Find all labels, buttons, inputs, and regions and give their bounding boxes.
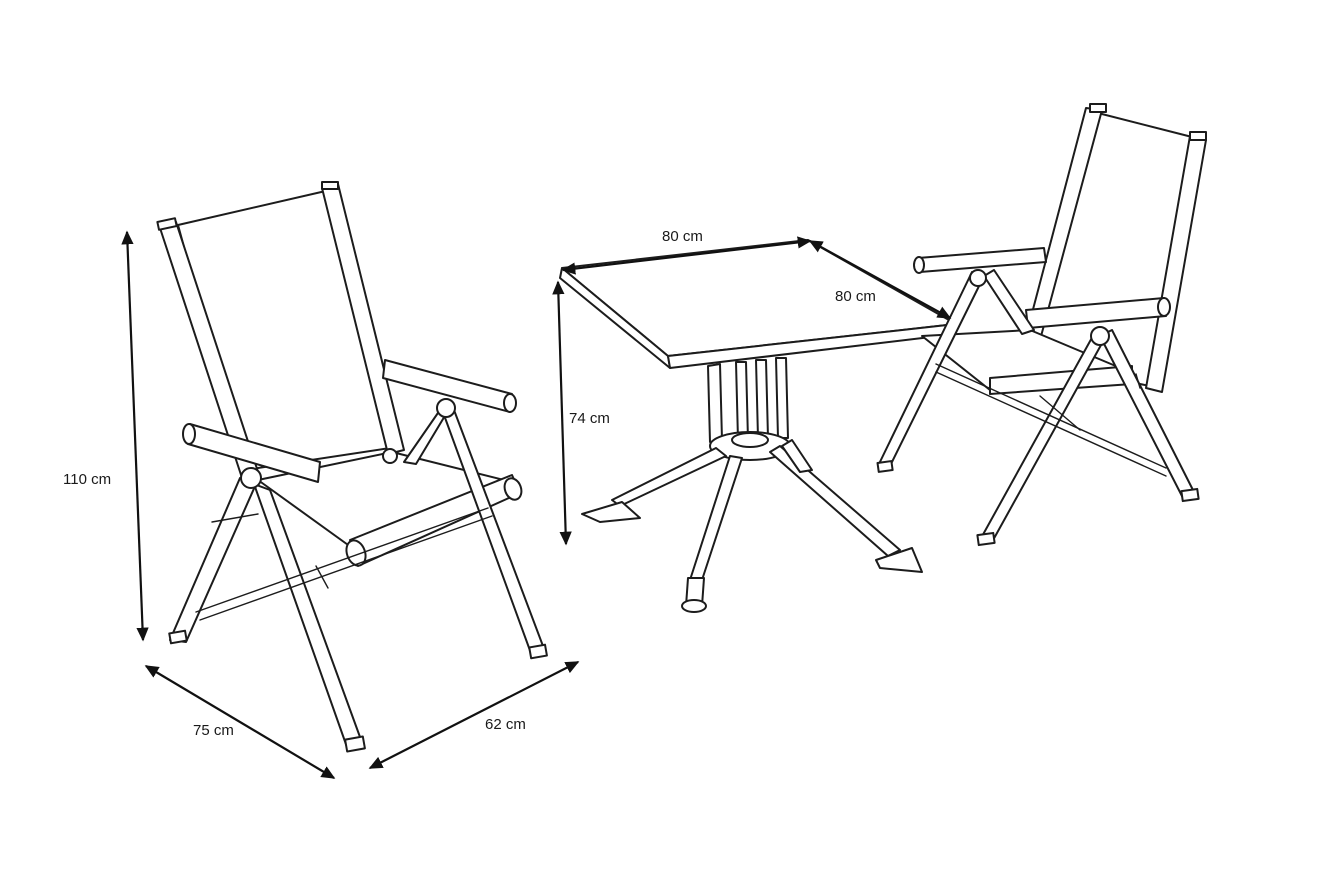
chair-depth-label: 75 cm bbox=[193, 722, 234, 739]
table-base-leg-back-left bbox=[611, 447, 727, 507]
table-base-leg-front bbox=[689, 455, 743, 581]
left-chair-back-leg bbox=[169, 477, 257, 643]
right-chair-armrest-left bbox=[917, 247, 1047, 273]
table-height-arrow bbox=[552, 280, 572, 546]
left-chair-front-leg-right bbox=[439, 403, 547, 657]
dimension-labels: 110 cm 75 cm 62 cm 80 cm 80 cm 74 cm bbox=[63, 228, 876, 739]
chair-depth-arrow bbox=[144, 665, 336, 779]
table-width-label: 80 cm bbox=[662, 228, 703, 245]
table-depth-label: 80 cm bbox=[835, 288, 876, 305]
chair-height-arrow bbox=[121, 230, 149, 642]
table-height-label: 74 cm bbox=[569, 410, 610, 427]
chair-width-arrow bbox=[368, 661, 580, 769]
table-base-leg-front-right bbox=[769, 445, 901, 557]
dimension-lines bbox=[121, 230, 952, 779]
chair-width-label: 62 cm bbox=[485, 716, 526, 733]
right-chair-illustration bbox=[876, 103, 1207, 547]
table-width-arrow bbox=[561, 236, 812, 275]
chair-height-label: 110 cm bbox=[63, 471, 111, 488]
table-depth-arrow bbox=[808, 240, 952, 319]
left-chair-illustration bbox=[156, 181, 548, 753]
table-column-1 bbox=[707, 363, 723, 443]
